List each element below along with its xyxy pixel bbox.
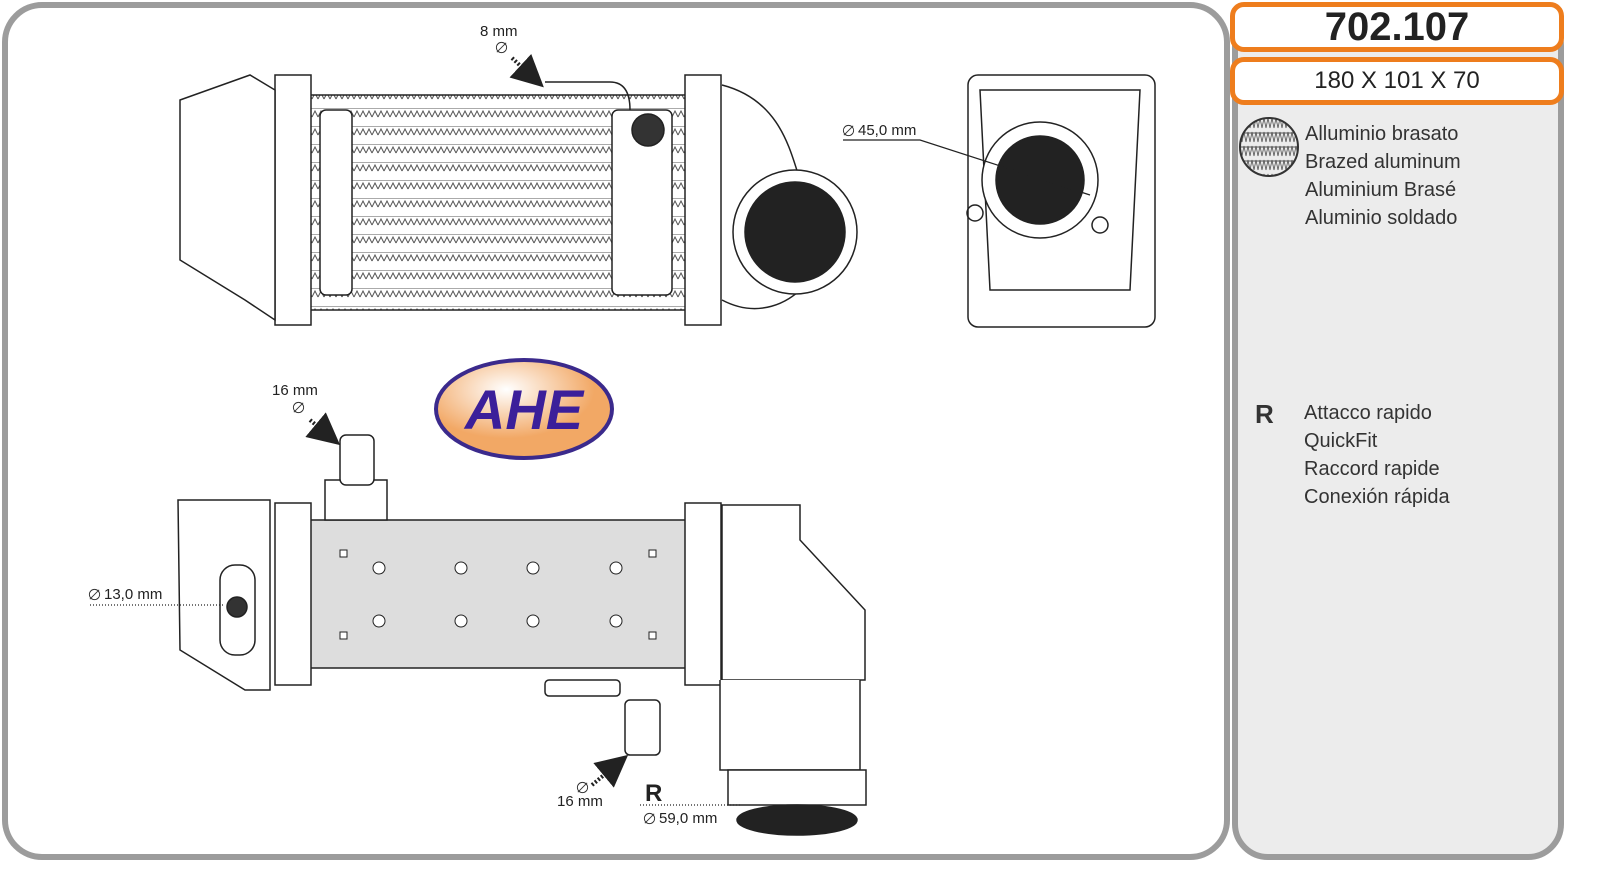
material-it: Alluminio brasato bbox=[1305, 123, 1459, 145]
diameter-icon bbox=[88, 588, 101, 601]
product-code: 702.107 bbox=[1230, 2, 1564, 52]
connection-it: Attacco rapido bbox=[1304, 402, 1432, 424]
connection-fr: Raccord rapide bbox=[1304, 458, 1440, 480]
side-port-value: 13,0 mm bbox=[104, 586, 163, 603]
bottom-pipe-upper-label: 16 mm bbox=[272, 382, 318, 399]
ahe-logo: AHE bbox=[434, 358, 614, 460]
diameter-icon bbox=[842, 124, 855, 137]
connection-es: Conexión rápida bbox=[1304, 486, 1450, 508]
product-dimensions: 180 X 101 X 70 bbox=[1230, 57, 1564, 105]
material-en: Brazed aluminum bbox=[1305, 151, 1461, 173]
bottom-view bbox=[177, 434, 867, 836]
connection-legend: Attacco rapido QuickFit Raccord rapide C… bbox=[1304, 399, 1450, 511]
diameter-icon bbox=[576, 781, 589, 794]
outlet-diameter-top-value: 45,0 mm bbox=[858, 122, 917, 139]
diameter-icon bbox=[643, 812, 656, 825]
outlet-diameter-bottom-label: 59,0 mm bbox=[643, 810, 717, 827]
outlet-diameter-bottom-value: 59,0 mm bbox=[659, 810, 718, 827]
material-legend: Alluminio brasato Brazed aluminum Alumin… bbox=[1305, 120, 1461, 232]
top-view bbox=[179, 74, 1156, 328]
side-port-label: 13,0 mm bbox=[88, 586, 162, 603]
quickfit-marker: R bbox=[645, 780, 663, 807]
quickfit-symbol: R bbox=[1255, 399, 1274, 429]
material-es: Aluminio soldado bbox=[1305, 207, 1458, 229]
brazed-aluminum-icon bbox=[1239, 117, 1299, 177]
diameter-icon bbox=[495, 41, 508, 54]
svg-text:AHE: AHE bbox=[463, 378, 585, 441]
top-inlet-pipe-label: 8 mm bbox=[480, 23, 518, 40]
technical-drawing bbox=[90, 53, 1156, 836]
outlet-diameter-top-label: 45,0 mm bbox=[842, 122, 916, 139]
connection-en: QuickFit bbox=[1304, 430, 1378, 452]
bottom-pipe-lower-label: 16 mm bbox=[557, 793, 603, 810]
diameter-icon bbox=[292, 401, 305, 414]
material-fr: Aluminium Brasé bbox=[1305, 179, 1457, 201]
